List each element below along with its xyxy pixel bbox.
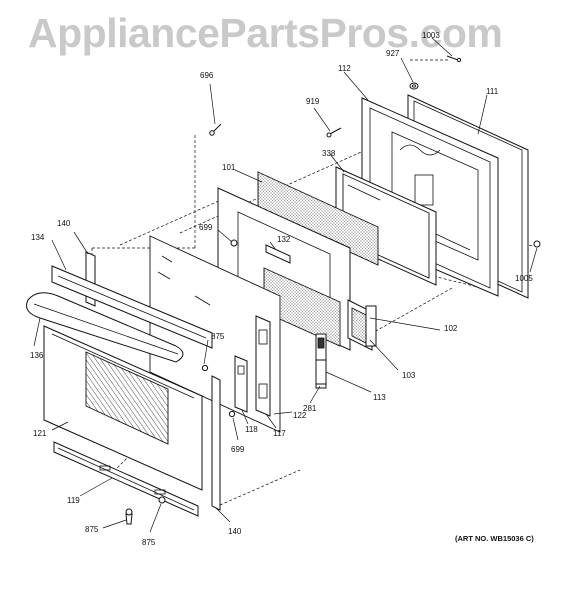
screw-699-lower (228, 410, 236, 418)
screw-699-upper (230, 239, 238, 247)
inner-glass-pack (335, 166, 437, 286)
door-side-trim-lower (211, 375, 221, 511)
side-bracket-118 (234, 355, 248, 413)
callout-121: 121 (33, 429, 47, 438)
callout-875-lower-left: 875 (85, 525, 99, 534)
callout-699-upper: 699 (199, 223, 213, 232)
callout-101: 101 (222, 163, 236, 172)
small-screw-1003 (446, 55, 462, 63)
callout-140-lower: 140 (228, 527, 242, 536)
watermark-text: AppliancePartsPros.com (28, 10, 503, 56)
callout-919: 919 (306, 97, 320, 106)
callout-134: 134 (31, 233, 45, 242)
callout-132: 132 (277, 235, 291, 244)
callout-140-upper: 140 (57, 219, 71, 228)
callout-113: 113 (373, 393, 386, 402)
callout-117: 117 (273, 429, 286, 438)
callout-119: 119 (67, 496, 80, 505)
screw-1005 (533, 240, 541, 248)
hinge-assembly (315, 305, 377, 389)
callout-112: 112 (338, 64, 351, 73)
callout-1005: 1005 (515, 274, 533, 283)
washer-927 (409, 82, 419, 90)
callout-122: 122 (293, 411, 307, 420)
callout-136: 136 (30, 351, 44, 360)
screw-875-lower-left (125, 508, 133, 525)
handle-trim (26, 292, 184, 363)
callout-1003: 1003 (422, 31, 440, 40)
leader-lines (33, 37, 538, 533)
screw-875-lower-right (158, 496, 166, 504)
callout-118: 118 (245, 425, 258, 434)
latch-bracket-132 (265, 244, 291, 264)
callout-927: 927 (386, 49, 400, 58)
side-bracket-117 (255, 315, 271, 417)
door-handle (51, 265, 213, 349)
art-number: (ART NO. WB15036 C) (455, 534, 534, 543)
callout-696: 696 (200, 71, 214, 80)
callout-338: 338 (322, 149, 336, 158)
callout-281: 281 (303, 404, 317, 413)
callout-labels: 1003 927 112 111 696 919 338 101 699 132… (30, 31, 534, 547)
callout-875-lower-right: 875 (142, 538, 156, 547)
callout-102: 102 (444, 324, 458, 333)
callout-111: 111 (486, 87, 499, 96)
callout-103: 103 (402, 371, 416, 380)
screw-919 (326, 127, 342, 138)
callout-875-upper: 875 (211, 332, 225, 341)
callout-699-lower: 699 (231, 445, 245, 454)
screw-875-upper (201, 364, 209, 372)
front-door-panel (43, 325, 203, 491)
screw-696 (209, 123, 222, 136)
